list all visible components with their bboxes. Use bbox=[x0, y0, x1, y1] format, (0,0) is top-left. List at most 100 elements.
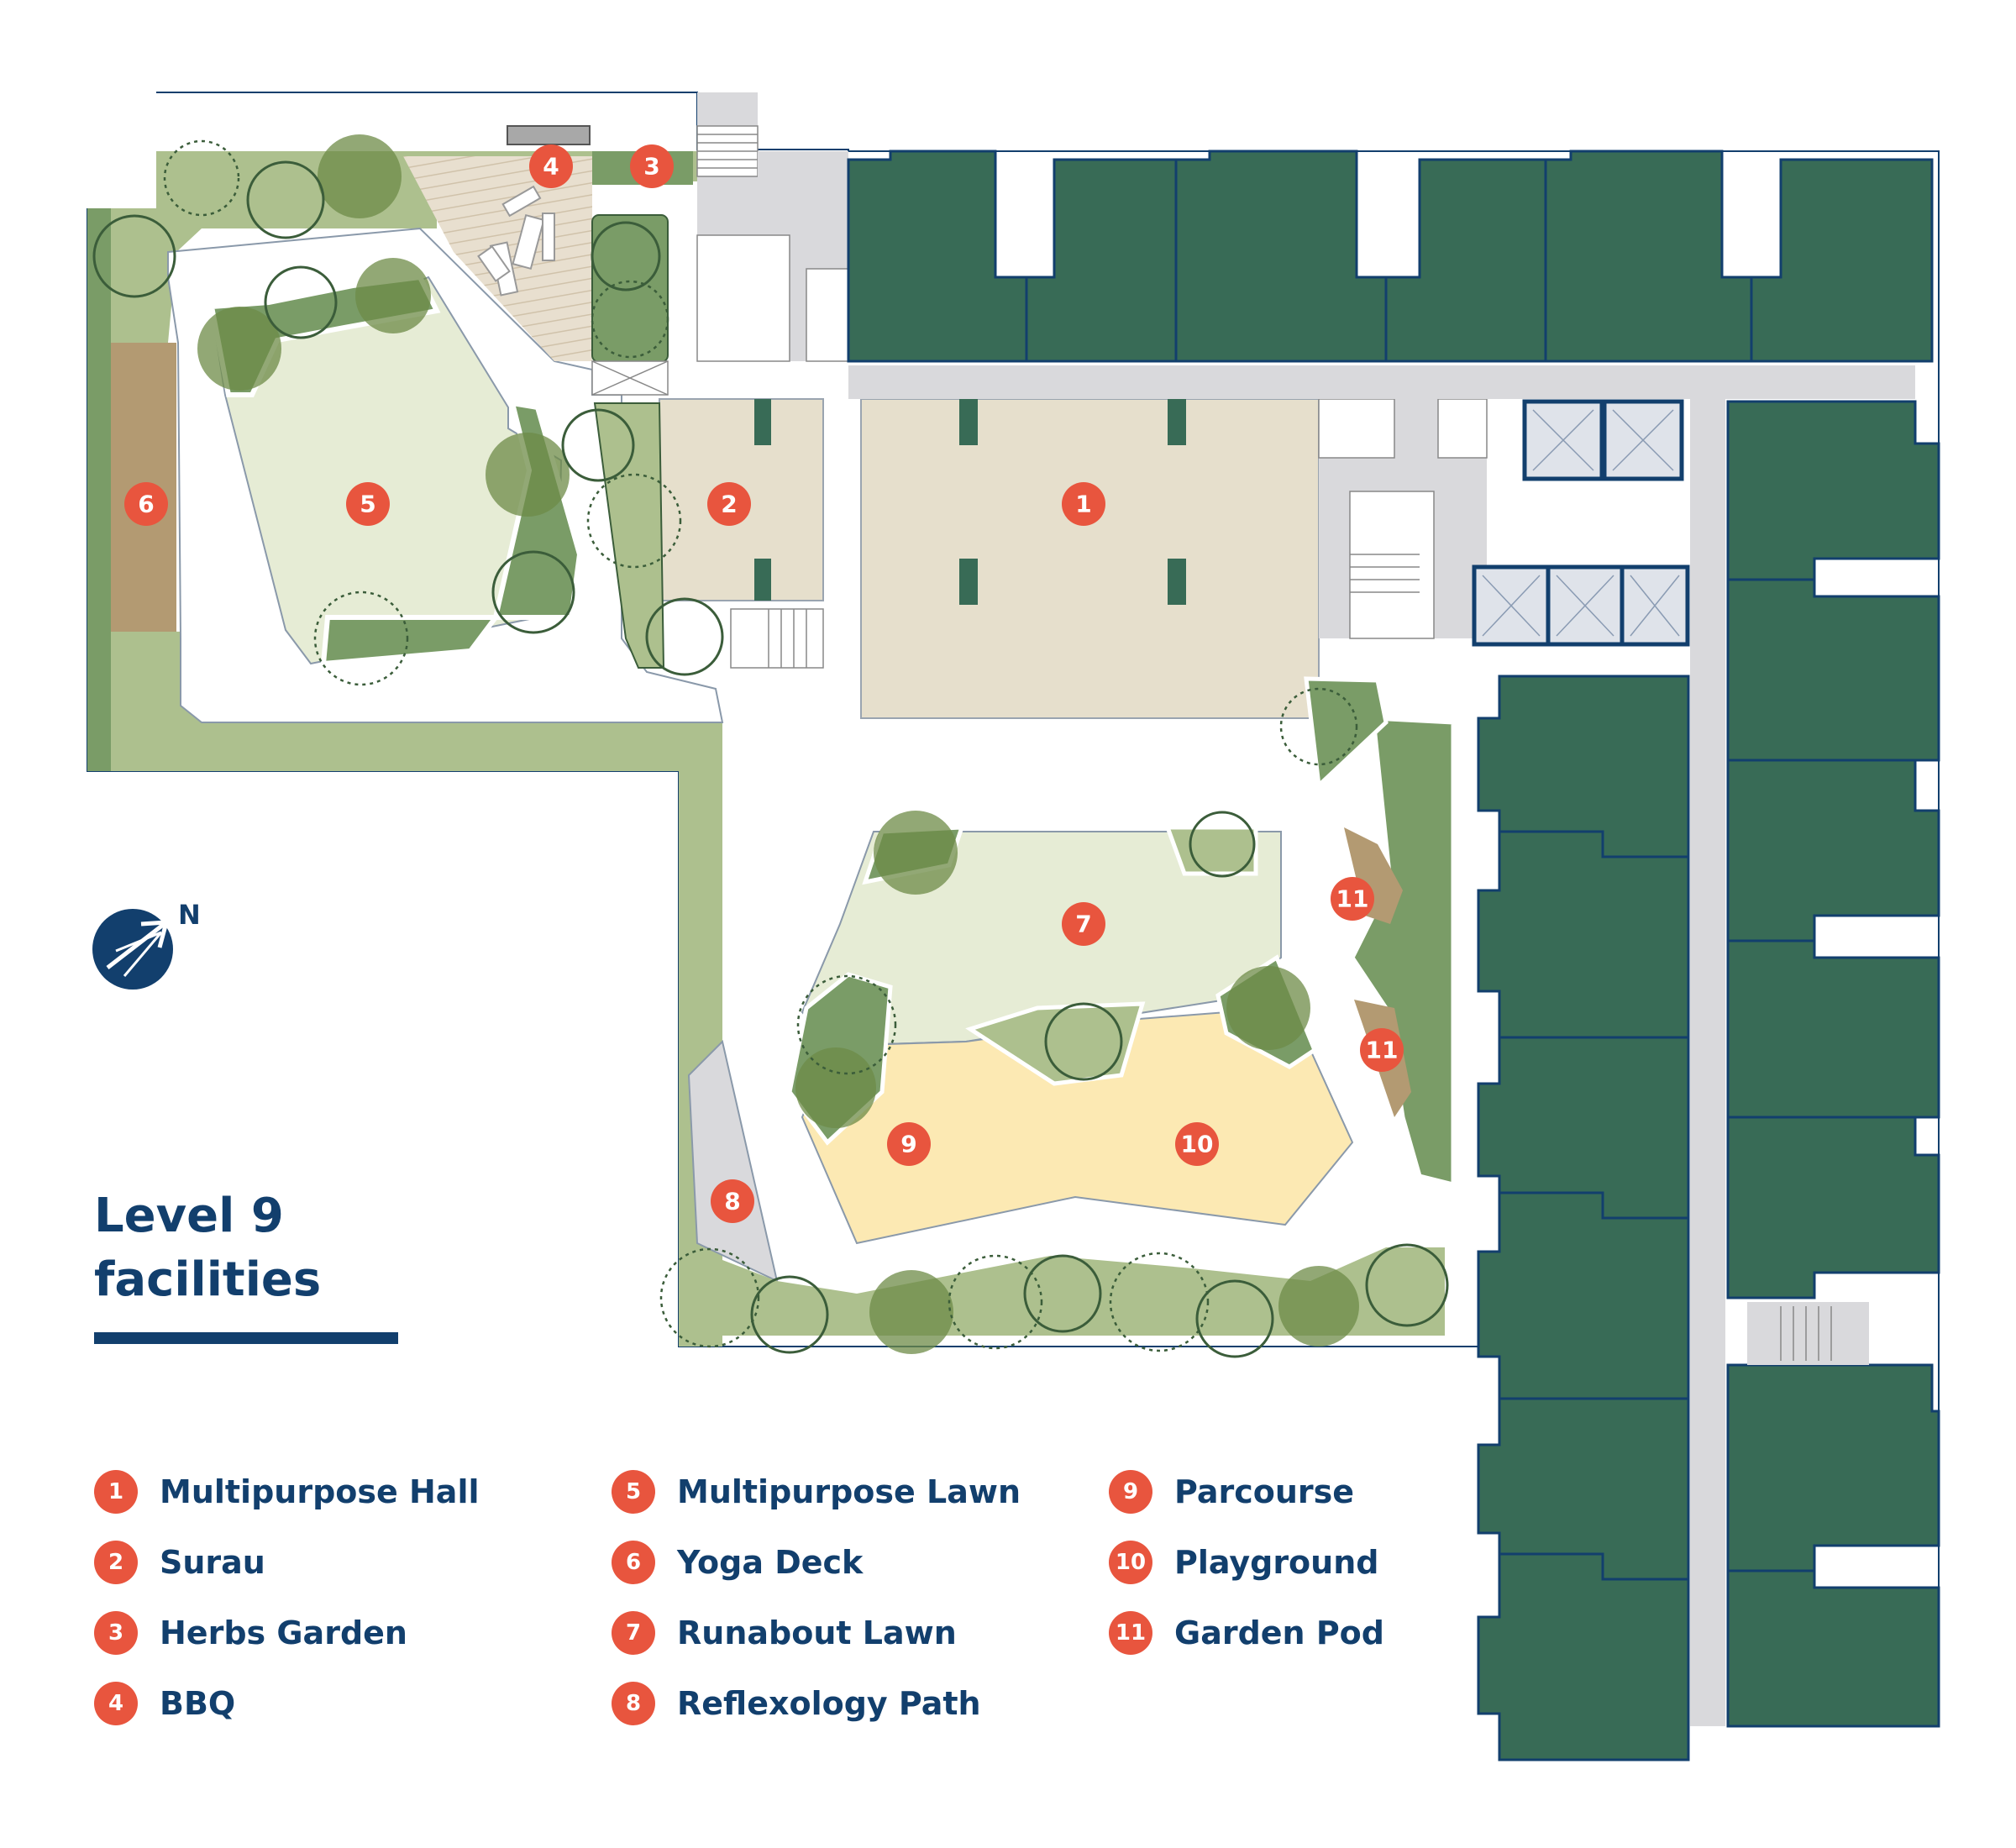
marker-number: 2 bbox=[721, 491, 737, 518]
north-arrow: N bbox=[92, 899, 201, 991]
shrubs bbox=[92, 160, 1449, 1358]
surau bbox=[593, 398, 824, 669]
marker-number: 1 bbox=[1075, 491, 1091, 518]
legend-number-badge: 7 bbox=[612, 1611, 655, 1655]
legend-number-badge: 4 bbox=[94, 1682, 138, 1725]
lift-core bbox=[1472, 399, 1690, 647]
bbq-counter bbox=[507, 125, 591, 145]
legend-item: 11 Garden Pod bbox=[1109, 1611, 1384, 1655]
map-marker-9: 9 bbox=[887, 1122, 931, 1166]
marker-circle bbox=[1331, 877, 1374, 921]
garden-pod-strip bbox=[1350, 716, 1456, 1188]
corridor-horizontal bbox=[848, 365, 1915, 399]
legend-item: 10 Playground bbox=[1109, 1541, 1379, 1584]
legend-number-badge: 1 bbox=[94, 1470, 138, 1514]
page-title: Level 9 facilities bbox=[94, 1184, 447, 1312]
legend-number-badge: 9 bbox=[1109, 1470, 1152, 1514]
marker-circle bbox=[1360, 1028, 1404, 1072]
marker-number: 10 bbox=[1181, 1131, 1214, 1158]
legend-label: Garden Pod bbox=[1174, 1614, 1384, 1651]
legend-label: Runabout Lawn bbox=[677, 1614, 957, 1651]
marker-circle bbox=[1175, 1122, 1219, 1166]
marker-circle bbox=[630, 144, 674, 188]
legend-number-badge: 3 bbox=[94, 1611, 138, 1655]
units-south bbox=[1477, 675, 1690, 1761]
legend-label: Parcourse bbox=[1174, 1473, 1355, 1510]
map-marker-3: 3 bbox=[630, 144, 674, 188]
map-marker-2: 2 bbox=[707, 482, 751, 526]
corridor-vertical bbox=[1690, 399, 1725, 1726]
marker-number: 7 bbox=[1075, 911, 1091, 938]
marker-number: 4 bbox=[543, 153, 559, 181]
units-north bbox=[847, 150, 1934, 363]
title-line-1: Level 9 bbox=[94, 1189, 284, 1243]
marker-circle bbox=[887, 1122, 931, 1166]
multipurpose-hall bbox=[860, 365, 1915, 719]
map-marker-4: 4 bbox=[529, 144, 573, 188]
legend-label: Playground bbox=[1174, 1544, 1379, 1581]
marker-number: 8 bbox=[724, 1188, 740, 1215]
legend-item: 3 Herbs Garden bbox=[94, 1611, 407, 1655]
perimeter-strip bbox=[87, 208, 111, 771]
palms bbox=[163, 139, 1358, 1352]
legend-item: 4 BBQ bbox=[94, 1682, 236, 1725]
map-marker-1: 1 bbox=[1062, 482, 1105, 526]
north-label: N bbox=[178, 899, 201, 931]
legend-item: 1 Multipurpose Hall bbox=[94, 1470, 480, 1514]
legend-label: Herbs Garden bbox=[160, 1614, 407, 1651]
legend-label: Yoga Deck bbox=[677, 1544, 864, 1581]
marker-number: 5 bbox=[360, 491, 375, 518]
lift-crosses bbox=[1482, 409, 1680, 637]
map-marker-11: 11 bbox=[1331, 877, 1374, 921]
legend-label: Surau bbox=[160, 1544, 265, 1581]
legend-item: 2 Surau bbox=[94, 1541, 265, 1584]
marker-circle bbox=[1062, 902, 1105, 946]
map-marker-8: 8 bbox=[711, 1179, 754, 1223]
marker-number: 9 bbox=[900, 1131, 916, 1158]
legend-number-badge: 8 bbox=[612, 1682, 655, 1725]
marker-number: 11 bbox=[1366, 1037, 1399, 1064]
courtyard-planter-mid bbox=[965, 1001, 1146, 1086]
legend-label: Multipurpose Lawn bbox=[677, 1473, 1021, 1510]
perimeter-planter bbox=[87, 151, 722, 1347]
map-marker-11: 11 bbox=[1360, 1028, 1404, 1072]
bbq-tables bbox=[477, 185, 555, 297]
map-marker-7: 7 bbox=[1062, 902, 1105, 946]
marker-number: 3 bbox=[643, 153, 659, 181]
garden-pod-a bbox=[1344, 827, 1403, 924]
stair-east bbox=[1747, 1302, 1869, 1365]
marker-circle bbox=[1062, 482, 1105, 526]
marker-circle bbox=[346, 482, 390, 526]
legend-number-badge: 5 bbox=[612, 1470, 655, 1514]
compass-icon bbox=[92, 909, 173, 990]
lawn-planter-c bbox=[320, 615, 501, 667]
legend-number-badge: 11 bbox=[1109, 1611, 1152, 1655]
marker-circle bbox=[124, 482, 168, 526]
legend-item: 6 Yoga Deck bbox=[612, 1541, 864, 1584]
legend-item: 5 Multipurpose Lawn bbox=[612, 1470, 1021, 1514]
garden-pod-top bbox=[1304, 676, 1389, 790]
title-underline bbox=[94, 1332, 398, 1344]
trees bbox=[197, 134, 1359, 1354]
title-line-2: facilities bbox=[94, 1252, 322, 1307]
core-area bbox=[591, 92, 849, 396]
legend-number-badge: 6 bbox=[612, 1541, 655, 1584]
legend-label: BBQ bbox=[160, 1685, 236, 1722]
marker-number: 6 bbox=[138, 491, 154, 518]
legend-item: 8 Reflexology Path bbox=[612, 1682, 981, 1725]
legend-number-badge: 10 bbox=[1109, 1541, 1152, 1584]
units-east bbox=[1726, 400, 1940, 1728]
legend-item: 7 Runabout Lawn bbox=[612, 1611, 957, 1655]
legend-number-badge: 2 bbox=[94, 1541, 138, 1584]
map-marker-6: 6 bbox=[124, 482, 168, 526]
marker-circle bbox=[529, 144, 573, 188]
legend-label: Multipurpose Hall bbox=[160, 1473, 480, 1510]
legend-item: 9 Parcourse bbox=[1109, 1470, 1355, 1514]
marker-number: 11 bbox=[1336, 885, 1369, 913]
reflexology-path bbox=[687, 1040, 779, 1283]
map-marker-10: 10 bbox=[1175, 1122, 1219, 1166]
legend-label: Reflexology Path bbox=[677, 1685, 981, 1722]
marker-circle bbox=[711, 1179, 754, 1223]
courtyard-planter-north-east bbox=[1164, 825, 1258, 876]
